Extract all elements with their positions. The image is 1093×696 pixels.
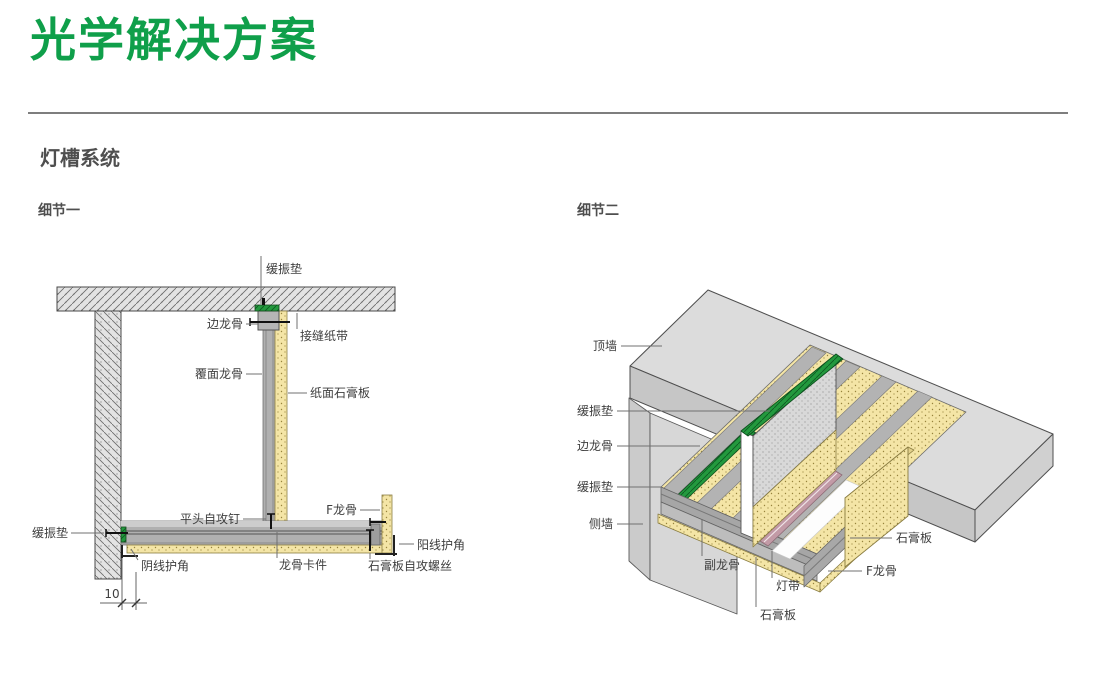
screw-flathead-junction (267, 513, 275, 529)
dimension-10-value: 10 (104, 587, 119, 601)
label-side-wall: 侧墙 (589, 517, 613, 531)
label-furring-keel: 覆面龙骨 (195, 367, 243, 381)
ceiling-slab (56, 286, 396, 312)
label-edge-keel: 边龙骨 (207, 317, 243, 331)
screw-into-wall (105, 529, 128, 537)
title-divider (28, 112, 1068, 114)
detail1-heading: 细节一 (38, 203, 80, 219)
wall-column (94, 310, 122, 580)
partition (740, 353, 844, 548)
damper-pad-left (120, 526, 127, 543)
label-outer-corner-bead: 阳线护角 (417, 538, 465, 552)
label-paper-gypsum: 纸面石膏板 (310, 385, 370, 400)
label-f-keel-2: F龙骨 (866, 564, 897, 578)
vertical-furring-keel (262, 310, 276, 529)
label-edge-keel-2: 边龙骨 (577, 439, 613, 453)
label-damper-left: 缓振垫 (32, 525, 68, 540)
screw-gypsum-vertical (366, 529, 374, 551)
edge-keel-channel (257, 310, 280, 331)
partition-gypsum-panel (752, 429, 837, 548)
damper-pad-top (254, 304, 280, 312)
label-gypsum-bottom: 石膏板 (760, 607, 796, 622)
gypsum-riser-right (381, 494, 393, 554)
anchor-screw-top (262, 298, 265, 305)
f-keel-channel (370, 523, 381, 546)
page-title: 光学解决方案 (30, 13, 318, 67)
label-flathead-screw: 平头自攻钉 (180, 512, 240, 526)
section-title: 灯槽系统 (40, 146, 120, 170)
right-gypsum-board (844, 446, 915, 568)
label-damper-upper: 缓振垫 (577, 403, 613, 418)
label-gypsum-screw: 石膏板自攻螺丝 (368, 558, 452, 573)
label-inner-corner-bead: 阴线护角 (141, 559, 189, 573)
detail2-heading: 细节二 (577, 203, 619, 219)
raft-cut-face-lower (660, 501, 818, 582)
outer-corner-bead-shape (375, 535, 397, 556)
label-f-keel: F龙骨 (326, 503, 357, 517)
detail1-drawing: 10 缓振垫 边龙骨 接缝纸带 覆面龙骨 纸面石膏板 平头自攻钉 F龙骨 缓振垫… (32, 256, 465, 610)
label-damper-top: 缓振垫 (266, 261, 302, 276)
detail2-drawing: 顶墙 缓振垫 边龙骨 缓振垫 侧墙 副龙骨 灯带 石膏板 石膏板 F龙骨 (577, 289, 1054, 622)
label-keel-clip: 龙骨卡件 (279, 558, 327, 572)
label-light-strip: 灯带 (776, 579, 800, 593)
screw-f-keel (369, 518, 386, 526)
damper-pad-upper-strip (740, 353, 844, 437)
screw-horizontal-top (249, 318, 290, 326)
label-joint-tape: 接缝纸带 (300, 328, 348, 343)
label-top-wall: 顶墙 (593, 339, 617, 353)
label-damper-lower: 缓振垫 (577, 479, 613, 494)
horizontal-keel (120, 520, 391, 546)
label-gypsum-right: 石膏板 (896, 530, 932, 545)
partition-edge-board (740, 430, 754, 539)
paper-gypsum-board-vertical (274, 310, 288, 544)
label-secondary-keel: 副龙骨 (704, 558, 740, 572)
dimension-10: 10 (100, 558, 147, 610)
gypsum-board-horizontal (126, 544, 391, 554)
